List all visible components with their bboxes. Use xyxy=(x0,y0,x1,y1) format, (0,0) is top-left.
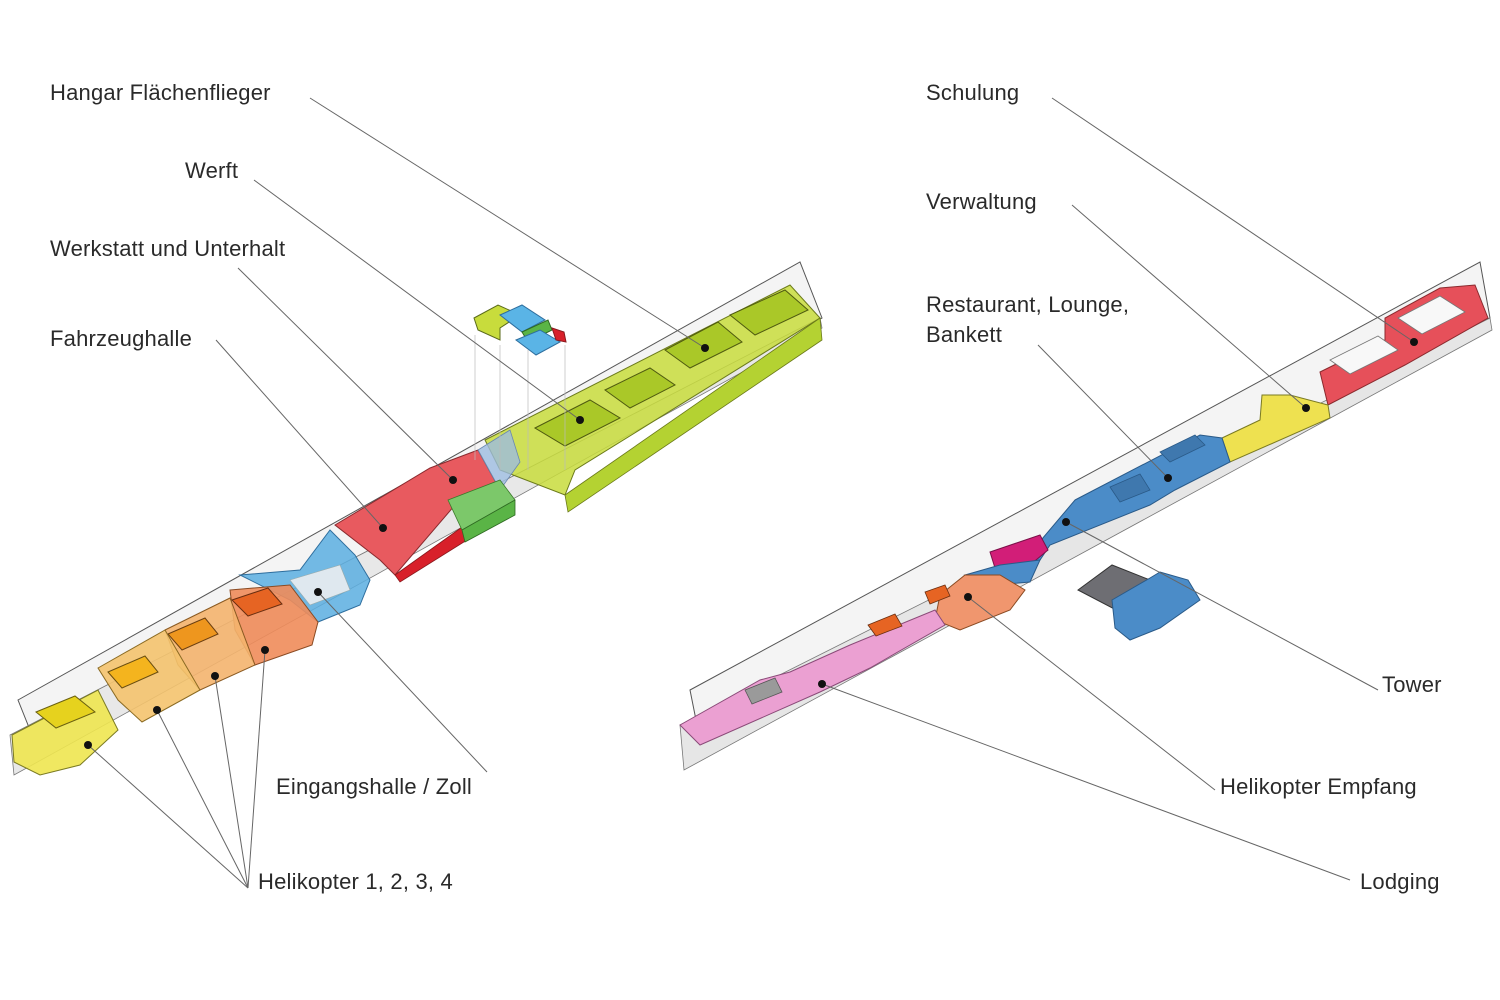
leader-heli-2 xyxy=(156,709,249,889)
lodging-court-orange xyxy=(867,613,903,637)
heli-bay-1 xyxy=(35,695,96,729)
hangar-bay xyxy=(604,367,676,409)
label-lodging: Lodging xyxy=(1360,869,1440,894)
leader-verwaltung xyxy=(1071,204,1307,409)
right-building xyxy=(679,97,1493,881)
leader-schulung xyxy=(1051,97,1415,343)
label-tower: Tower xyxy=(1382,672,1442,697)
leader-heli-3 xyxy=(214,675,249,889)
label-hangar-flaechenflieger: Hangar Flächenflieger xyxy=(50,80,271,105)
zone-verwaltung xyxy=(1221,394,1331,463)
leader-empfang xyxy=(967,596,1216,791)
leader-hangar xyxy=(309,97,706,349)
label-werkstatt: Werkstatt und Unterhalt xyxy=(50,236,286,261)
schulung-court xyxy=(1329,335,1399,375)
label-verwaltung: Verwaltung xyxy=(926,189,1037,214)
label-fahrzeughalle: Fahrzeughalle xyxy=(50,326,193,351)
label-helikopter: Helikopter 1, 2, 3, 4 xyxy=(258,869,453,894)
left-floating-volume xyxy=(473,304,567,470)
leader-werft xyxy=(253,179,581,421)
zone-hangar-side xyxy=(564,317,823,513)
left-dots xyxy=(84,344,709,749)
zone-werkstatt-blue xyxy=(477,429,521,491)
zone-eingangshalle-floor xyxy=(289,564,351,606)
schulung-court xyxy=(1397,295,1466,335)
right-dots xyxy=(818,338,1418,688)
leader-heli-1 xyxy=(87,744,249,889)
hangar-bay xyxy=(729,289,809,336)
heli-bay-3 xyxy=(167,617,219,651)
leader-fahrzeughalle xyxy=(215,339,384,529)
empfang-court-orange xyxy=(924,584,951,605)
tower-volume xyxy=(1077,564,1201,641)
right-building-base xyxy=(679,317,1493,771)
restaurant-void xyxy=(1109,473,1151,503)
lodging-court-grey xyxy=(744,677,783,705)
label-eingangshalle: Eingangshalle / Zoll xyxy=(276,774,473,799)
leader-restaurant xyxy=(1037,344,1169,479)
leader-werkstatt xyxy=(237,267,454,481)
label-restaurant: Restaurant, Lounge, xyxy=(926,292,1130,317)
leader-eingangshalle xyxy=(317,591,488,773)
heli-bay-2 xyxy=(107,655,159,689)
leader-lodging xyxy=(821,683,1351,881)
left-building xyxy=(9,97,823,889)
zone-lodging xyxy=(679,609,946,746)
leader-heli-4 xyxy=(247,649,266,889)
zone-empfang-magenta xyxy=(989,534,1049,569)
label-helikopter-empfang: Helikopter Empfang xyxy=(1220,774,1417,799)
right-leader-lines xyxy=(821,97,1415,881)
label-werft: Werft xyxy=(185,158,239,183)
heli-bay-4 xyxy=(231,587,283,617)
leader-tower xyxy=(1065,521,1379,691)
label-bankett: Bankett xyxy=(926,322,1003,347)
label-schulung: Schulung xyxy=(926,80,1020,105)
zone-fahrzeughalle-side xyxy=(461,499,516,543)
left-leader-lines xyxy=(87,97,706,889)
restaurant-void xyxy=(1159,434,1206,463)
